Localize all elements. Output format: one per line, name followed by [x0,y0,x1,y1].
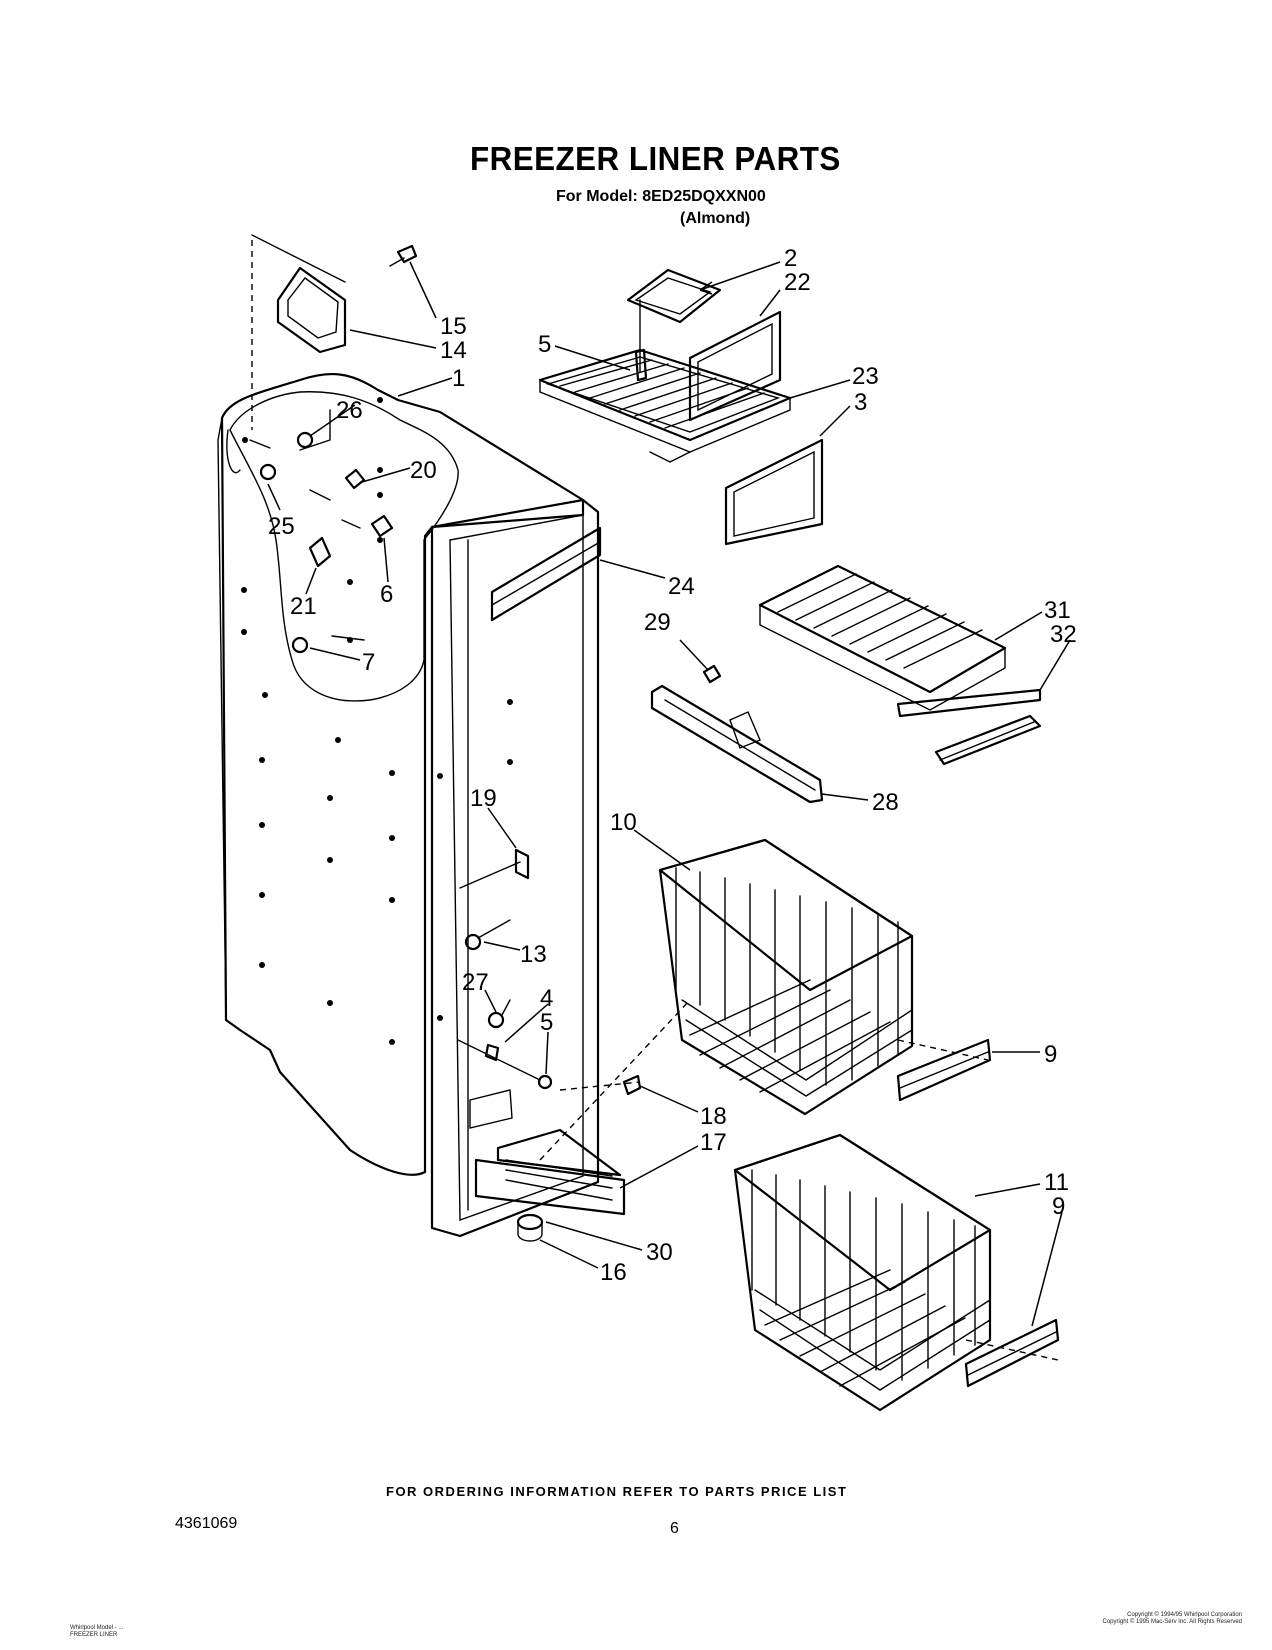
footer-small-left-line: Whirlpool Model - ... [70,1625,124,1631]
footer-small-left-line: FREEZER LINER [70,1632,118,1638]
callout-6: 6 [380,581,393,608]
callout-2: 2 [784,245,797,272]
footer-small-left: Whirlpool Model - ... FREEZER LINER [70,1625,123,1639]
ordering-info: FOR ORDERING INFORMATION REFER TO PARTS … [386,1484,848,1499]
ice-shelf-icon [538,268,792,463]
model-line: For Model: 8ED25DQXXN00 [556,188,766,205]
mounting-holes [241,397,513,1045]
page-number: 6 [670,1520,679,1537]
callout-14: 14 [440,337,467,364]
callout-19: 19 [470,785,497,812]
callout-18: 18 [700,1103,727,1130]
callout-9-lower: 9 [1052,1193,1065,1220]
shelf-support-icon [934,714,1042,766]
callout-9-upper: 9 [1044,1041,1057,1068]
callout-10: 10 [610,809,637,836]
wire-basket-icon [658,838,914,1116]
callout-28: 28 [872,789,899,816]
callout-5-upper: 5 [538,331,551,358]
basket-front-trim-icon [964,1318,1060,1388]
callout-15: 15 [440,313,467,340]
callout-22: 22 [784,269,811,296]
screw-icon [622,1074,642,1096]
shelf-bracket-icon [650,664,824,804]
freezer-liner-icon [217,234,600,1238]
leader-lines [267,261,1071,1327]
copyright-notice: Copyright © 1994/95 Whirlpool Corporatio… [1103,1612,1242,1626]
control-housing-icon [474,1128,626,1216]
callout-17: 17 [700,1129,727,1156]
callout-27: 27 [462,969,489,996]
callout-4: 4 [540,985,553,1012]
liner-trim-strip-icon [490,526,602,622]
callout-11: 11 [1044,1169,1069,1196]
callout-32: 32 [1050,621,1077,648]
hinge-bracket-icon [276,266,347,354]
callout-24: 24 [668,573,695,600]
screw-icon [389,244,418,267]
callout-23: 23 [852,363,879,390]
callout-labels: 2 22 5 23 3 15 14 1 26 20 25 6 21 7 24 2… [268,245,1077,1286]
callout-1: 1 [452,365,465,392]
wire-basket-icon [733,1133,992,1412]
callout-30: 30 [646,1239,673,1266]
copyright-line: Copyright © 1994/95 Whirlpool Corporatio… [1127,1612,1242,1618]
copyright-line: Copyright © 1995 Mac-Serv Inc. All Right… [1102,1619,1242,1625]
control-knob-icon [516,1213,544,1242]
callout-7: 7 [362,649,375,676]
callout-16: 16 [600,1259,627,1286]
document-number: 4361069 [175,1515,238,1532]
callout-13: 13 [520,941,547,968]
callout-5-lower: 5 [540,1009,553,1036]
shelf-front-trim-icon [724,438,824,546]
callout-20: 20 [410,457,437,484]
page-title: FREEZER LINER PARTS [470,140,841,177]
liner-controls [249,409,394,654]
wire-shelf-icon [758,564,1042,718]
callout-29: 29 [644,609,671,636]
callout-21: 21 [290,593,317,620]
callout-25: 25 [268,513,295,540]
callout-3: 3 [854,389,867,416]
callout-26: 26 [336,397,363,424]
basket-front-trim-icon [896,1038,992,1102]
callout-31: 31 [1044,597,1071,624]
front-face-components [457,848,553,1090]
model-variant: (Almond) [680,210,751,227]
